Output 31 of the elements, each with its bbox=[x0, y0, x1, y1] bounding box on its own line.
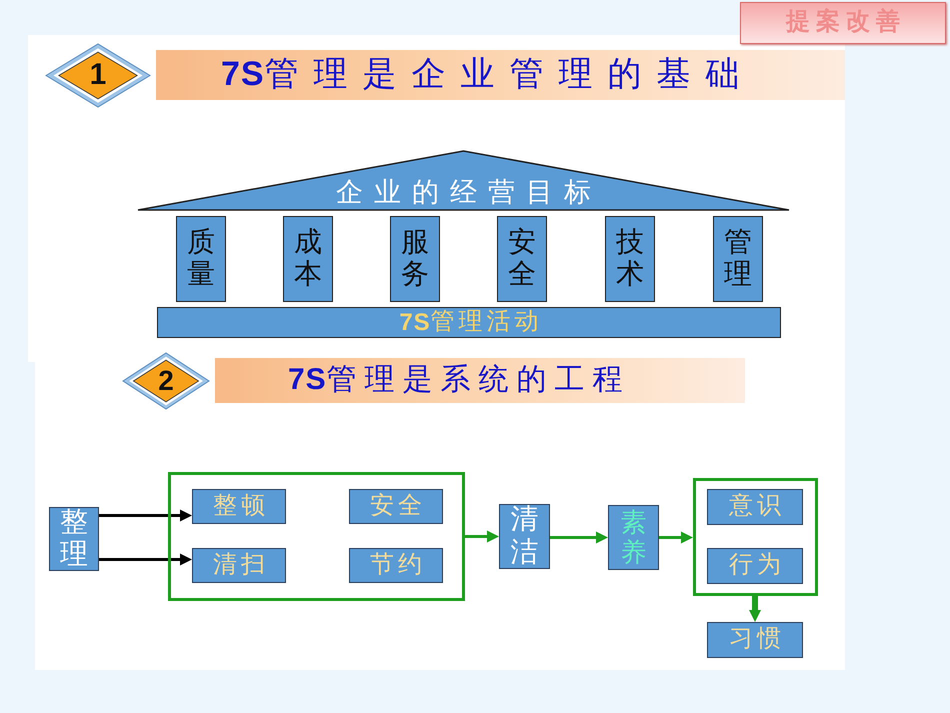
nav-button: 提案改善 bbox=[740, 2, 946, 44]
heading-banner: 7S管理是企业管理的基础 bbox=[156, 50, 845, 100]
roof-triangle: 企业的经营目标 bbox=[137, 150, 790, 211]
pillar-box: 管理 bbox=[713, 216, 763, 302]
process-box: 安全 bbox=[349, 489, 443, 524]
arrow bbox=[550, 532, 608, 544]
arrow bbox=[749, 596, 761, 622]
group-frame bbox=[693, 478, 818, 596]
number-diamond: 1 bbox=[45, 43, 151, 108]
pillar-box: 技术 bbox=[605, 216, 655, 302]
pillar-box: 质量 bbox=[176, 216, 226, 302]
pillar-box: 成本 bbox=[283, 216, 333, 302]
process-box: 清洁 bbox=[499, 504, 550, 569]
pillar-box: 服务 bbox=[390, 216, 440, 302]
group-frame bbox=[168, 472, 465, 601]
arrow bbox=[99, 510, 192, 522]
arrow bbox=[99, 554, 192, 566]
process-box: 清扫 bbox=[192, 548, 286, 583]
number-diamond: 2 bbox=[122, 352, 210, 410]
process-box: 整理 bbox=[49, 507, 99, 571]
process-box: 习惯 bbox=[707, 622, 803, 658]
heading-banner: 7S管理是系统的工程 bbox=[215, 358, 745, 403]
process-box: 意识 bbox=[707, 489, 803, 525]
process-box: 整顿 bbox=[192, 489, 286, 524]
arrow bbox=[659, 532, 693, 544]
base-bar: 7S管理活动 bbox=[157, 307, 781, 338]
arrow bbox=[465, 530, 499, 542]
process-box: 素养 bbox=[608, 505, 659, 570]
process-box: 节约 bbox=[349, 548, 443, 583]
pillar-box: 安全 bbox=[497, 216, 547, 302]
process-box: 行为 bbox=[707, 548, 803, 584]
